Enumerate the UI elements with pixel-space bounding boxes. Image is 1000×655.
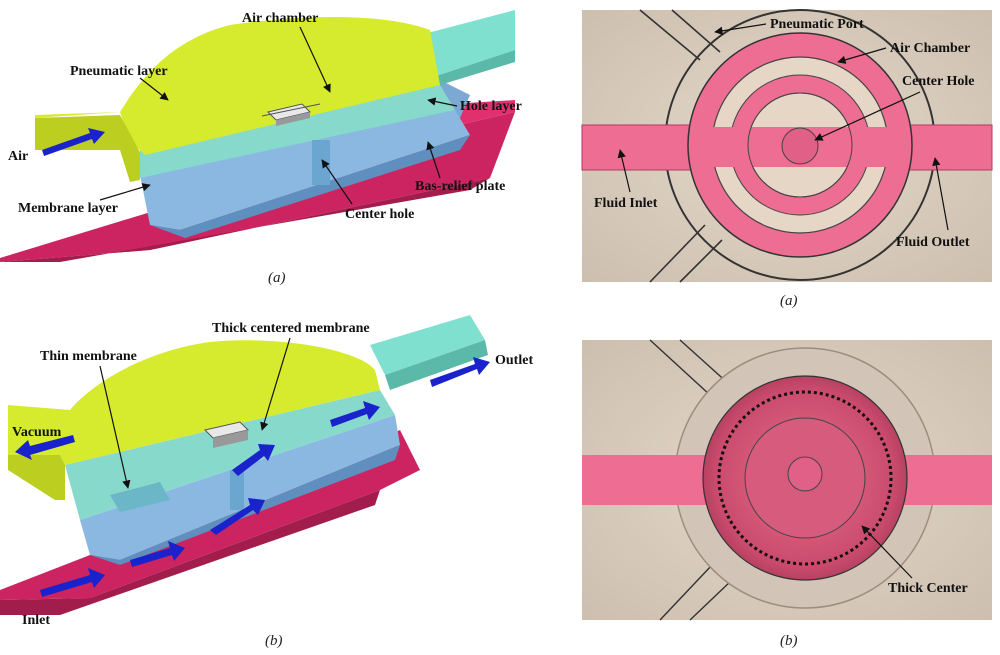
air-flow-arrow — [42, 128, 105, 156]
label-membrane-layer: Membrane layer — [18, 201, 118, 216]
label-center-hole-photo: Center Hole — [902, 74, 974, 89]
label-center-hole: Center hole — [345, 207, 414, 222]
label-hole-layer: Hole layer — [460, 99, 522, 114]
label-thick-centered-membrane: Thick centered membrane — [212, 321, 370, 336]
label-pneumatic-port: Pneumatic Port — [770, 17, 864, 32]
label-thin-membrane: Thin membrane — [40, 349, 137, 364]
center-hole-a — [781, 127, 819, 165]
flow-arrow-up — [232, 444, 275, 476]
label-outlet: Outlet — [495, 353, 533, 368]
label-air-chamber-photo: Air Chamber — [890, 41, 970, 56]
label-fluid-inlet: Fluid Inlet — [594, 196, 658, 211]
panel-left-a: Air chamber Pneumatic layer Hole layer A… — [0, 10, 522, 286]
label-vacuum: Vacuum — [12, 425, 62, 440]
label-bas-relief-plate: Bas-relief plate — [415, 179, 505, 194]
inlet-arrow-1 — [40, 568, 105, 597]
label-pneumatic-layer: Pneumatic layer — [70, 64, 168, 79]
outlet-arrow — [430, 357, 490, 387]
label-inlet: Inlet — [22, 613, 50, 628]
flow-arrow-right — [330, 401, 380, 427]
panel-left-b: Thick centered membrane Thin membrane Ou… — [0, 315, 533, 649]
membrane-layer-shape — [140, 110, 470, 230]
label-air: Air — [8, 149, 28, 164]
caption-left-a: (a) — [268, 270, 286, 286]
center-hole-b — [787, 456, 823, 492]
inlet-arrow-2 — [130, 541, 185, 567]
pneumatic-layer-shape — [35, 16, 440, 155]
caption-right-a: (a) — [780, 293, 798, 309]
inlet-arrow-3 — [210, 498, 265, 535]
panel-right-b: Thick Center (b) — [582, 339, 992, 649]
caption-right-b: (b) — [780, 633, 798, 649]
panel-right-a: Pneumatic Port Air Chamber Center Hole F… — [581, 9, 993, 309]
vacuum-arrow — [15, 435, 75, 460]
caption-left-b: (b) — [265, 633, 283, 649]
label-thick-center: Thick Center — [888, 581, 968, 596]
label-fluid-outlet: Fluid Outlet — [896, 235, 970, 250]
label-air-chamber: Air chamber — [242, 11, 318, 26]
